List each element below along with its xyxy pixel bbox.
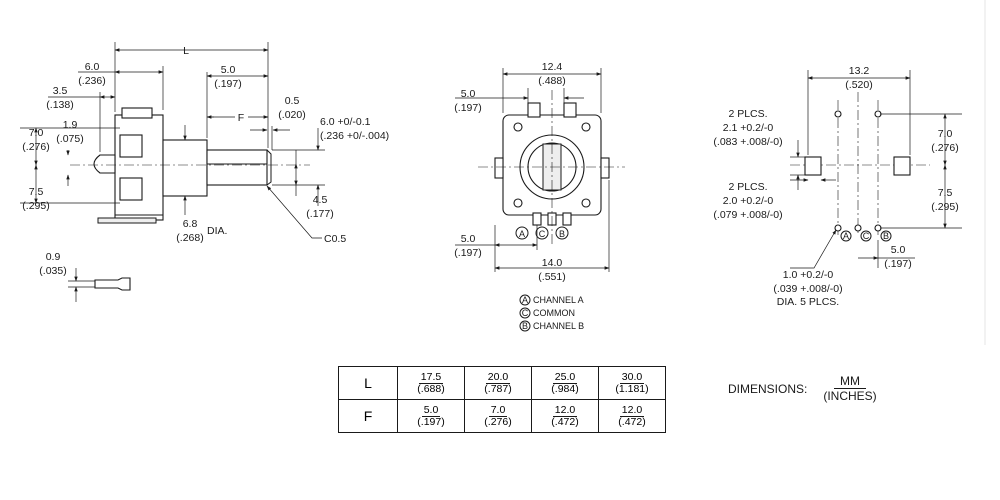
dim-dia-suffix: DIA. xyxy=(207,225,227,237)
pin-detail xyxy=(94,277,131,291)
dim-pcb-7-5-in: (.295) xyxy=(931,201,958,213)
dim-holes-note: DIA. 5 PLCS. xyxy=(777,296,839,308)
legend-channel-b: CHANNEL B xyxy=(533,321,584,331)
dim-3-5-in: (.138) xyxy=(46,99,73,111)
encoder-body xyxy=(114,114,164,221)
dim-6-0: 6.0 xyxy=(85,61,100,73)
pcb-pin-a-label: A xyxy=(843,231,849,241)
pcb-pin-c-marker xyxy=(860,230,872,242)
dim-5-0-in: (.197) xyxy=(214,78,241,90)
table-cell: 5.0(.197) xyxy=(397,399,465,433)
pcb-pin-b-label: B xyxy=(883,231,889,241)
dim-3-5: 3.5 xyxy=(53,85,68,97)
dim-0-9-in: (.035) xyxy=(39,265,66,277)
plcs2-dim-in: (.079 +.008/-0) xyxy=(713,209,782,221)
pin-a-label: A xyxy=(519,229,525,239)
table-cell: 12.0(.472) xyxy=(598,399,666,433)
plcs1-dim: 2.1 +0.2/-0 xyxy=(723,122,774,134)
table-cell: 30.0(1.181) xyxy=(598,366,666,400)
dimension-table: L 17.5(.688) 20.0(.787) 25.0(.984) 30.0(… xyxy=(338,366,666,433)
table-row-label: F xyxy=(338,399,398,433)
dimensions-label: DIMENSIONS: xyxy=(728,381,808,396)
legend-c-key: C xyxy=(522,308,529,318)
dim-L-label: L xyxy=(183,45,189,57)
pin-c-label: C xyxy=(539,229,546,239)
dim-5-0: 5.0 xyxy=(221,64,236,76)
table-cell: 12.0(.472) xyxy=(531,399,599,433)
dim-dia: 6.8 xyxy=(183,218,198,230)
mount-slot-right xyxy=(893,156,911,176)
dim-12-4-in: (.488) xyxy=(538,75,565,87)
dim-chamfer: C0.5 xyxy=(324,233,346,245)
plcs1-title: 2 PLCS. xyxy=(728,108,767,120)
dim-7-5-in: (.295) xyxy=(22,200,49,212)
dim-1-9: 1.9 xyxy=(63,119,78,131)
knob-dome xyxy=(93,154,116,174)
dim-F: F xyxy=(238,112,244,124)
dim-7-0-in: (.276) xyxy=(22,141,49,153)
pcb-pin-a-marker xyxy=(840,230,852,242)
dim-front-top: 5.0 xyxy=(461,88,476,100)
pcb-pin-b-marker xyxy=(880,230,892,242)
dim-pcb-7-5: 7.5 xyxy=(938,187,953,199)
front-view: 12.4 (.488) 5.0 (.197) A C B 5.0 (.197) … xyxy=(454,61,625,332)
bushing xyxy=(162,139,208,197)
dim-14-0: 14.0 xyxy=(542,257,563,269)
pin-a-marker xyxy=(515,226,529,240)
dim-4-5: 4.5 xyxy=(313,194,328,206)
dim-0-9: 0.9 xyxy=(46,251,61,263)
plcs2-title: 2 PLCS. xyxy=(728,181,767,193)
table-row: F 5.0(.197) 7.0(.276) 12.0(.472) 12.0(.4… xyxy=(338,399,666,433)
mount-slot-left xyxy=(804,156,822,176)
side-view: L 6.0 (.236) 3.5 (.138) 5.0 (.197) F 0.5… xyxy=(20,42,389,302)
legend-a-key: A xyxy=(522,295,528,305)
dim-pcb-7-0: 7.0 xyxy=(938,128,953,140)
dim-1-9-in: (.075) xyxy=(56,133,83,145)
dim-front-top-in: (.197) xyxy=(454,102,481,114)
pin-b-marker xyxy=(555,226,569,240)
pin-c-marker xyxy=(535,226,549,240)
plcs2-dim: 2.0 +0.2/-0 xyxy=(723,195,774,207)
unit-inches: (INCHES) xyxy=(823,389,877,403)
legend-channel-a: CHANNEL A xyxy=(533,295,584,305)
dim-13-2-in: (.520) xyxy=(845,79,872,91)
dim-7-5: 7.5 xyxy=(29,186,44,198)
dim-pcb-7-0-in: (.276) xyxy=(931,142,958,154)
legend-common: COMMON xyxy=(533,308,575,318)
dim-shaft-in: (.236 +0/-.004) xyxy=(320,130,389,142)
table-row: L 17.5(.688) 20.0(.787) 25.0(.984) 30.0(… xyxy=(338,366,666,400)
dim-shaft: 6.0 +0/-0.1 xyxy=(320,116,371,128)
table-cell: 7.0(.276) xyxy=(464,399,532,433)
dim-7-0: 7.0 xyxy=(29,127,44,139)
dim-0-5: 0.5 xyxy=(285,95,300,107)
dim-14-0-in: (.551) xyxy=(538,271,565,283)
dim-pcb-5-0-in: (.197) xyxy=(884,258,911,270)
dim-pcb-5-0: 5.0 xyxy=(891,244,906,256)
dim-holes-in: (.039 +.008/-0) xyxy=(773,283,842,295)
dim-6-0-in: (.236) xyxy=(78,75,105,87)
pin-legend: A CHANNEL A C COMMON B CHANNEL B xyxy=(519,294,584,332)
unit-fraction: MM (INCHES) xyxy=(823,374,876,403)
table-cell: 20.0(.787) xyxy=(464,366,532,400)
dim-0-5-in: (.020) xyxy=(278,109,305,121)
dim-4-5-in: (.177) xyxy=(306,208,333,220)
pcb-view: 13.2 (.520) 2 PLCS. 2.1 +0.2/-0 (.083 +.… xyxy=(713,65,962,308)
dim-front-bottom: 5.0 xyxy=(461,233,476,245)
dim-12-4: 12.4 xyxy=(542,61,563,73)
legend-b-key: B xyxy=(522,321,528,331)
dim-dia-in: (.268) xyxy=(176,232,203,244)
dim-front-bottom-in: (.197) xyxy=(454,247,481,259)
table-row-label: L xyxy=(338,366,398,400)
dimensions-note: DIMENSIONS: MM (INCHES) xyxy=(728,374,877,403)
shaft xyxy=(206,149,268,186)
pin-b-label: B xyxy=(559,229,565,239)
pcb-pin-c-label: C xyxy=(863,231,870,241)
table-cell: 17.5(.688) xyxy=(397,366,465,400)
plcs1-dim-in: (.083 +.008/-0) xyxy=(713,136,782,148)
unit-mm: MM xyxy=(834,374,867,389)
dim-holes: 1.0 +0.2/-0 xyxy=(783,269,834,281)
dim-13-2: 13.2 xyxy=(849,65,870,77)
table-cell: 25.0(.984) xyxy=(531,366,599,400)
